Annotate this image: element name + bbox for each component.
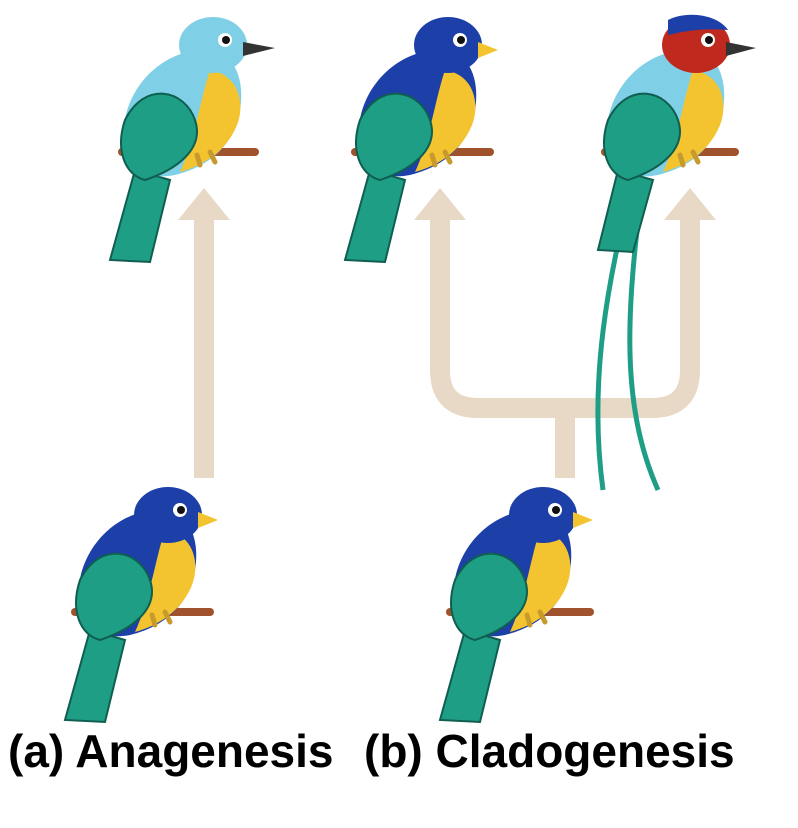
cladogenesis-arrow (414, 188, 716, 478)
ancestral-bird-icon (63, 487, 218, 724)
blue-bird-icon (343, 17, 498, 264)
caption-cladogenesis: (b) Cladogenesis (364, 725, 735, 777)
long-tailed-red-faced-bird-icon (595, 14, 756, 492)
caption-anagenesis: (a) Anagenesis (8, 725, 334, 777)
ancestral-bird-icon (438, 487, 593, 724)
anagenesis-arrow (178, 188, 230, 478)
light-blue-bird-icon (108, 17, 275, 264)
